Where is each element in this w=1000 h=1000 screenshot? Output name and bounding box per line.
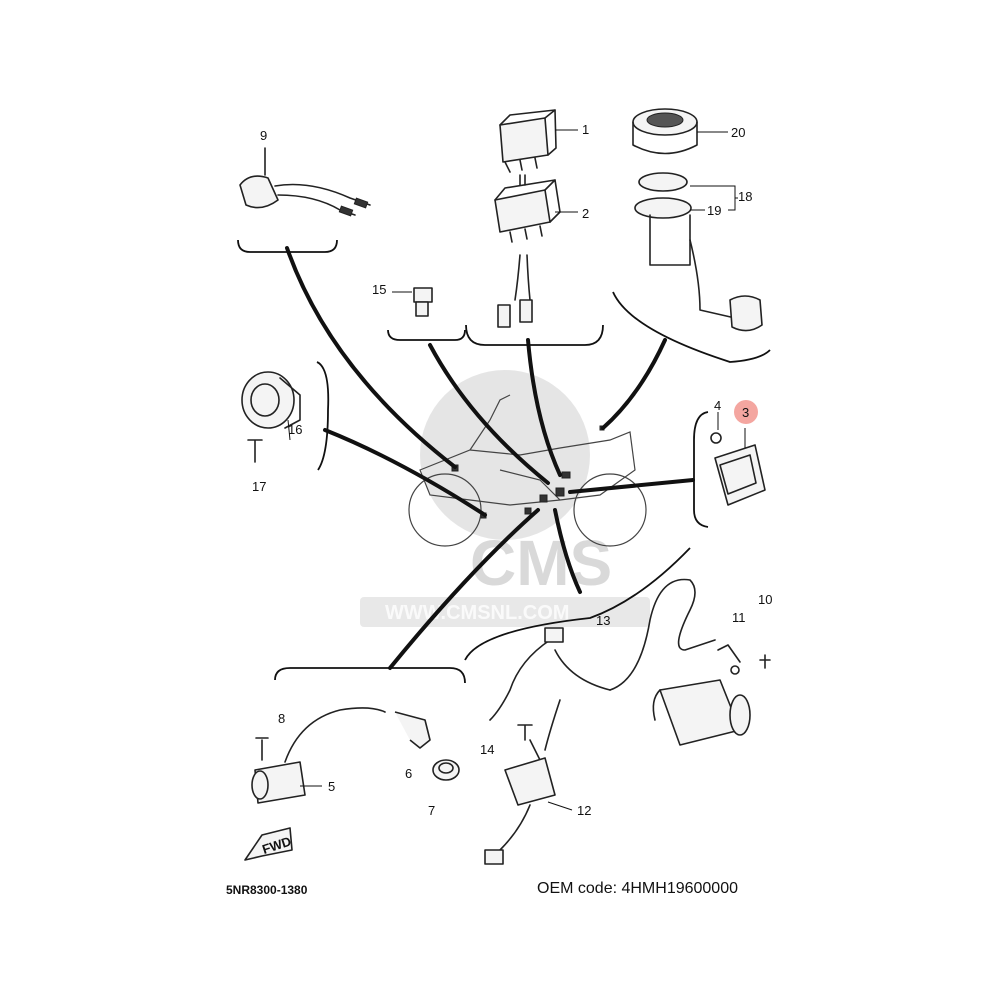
watermark-brand: CMS (470, 527, 612, 599)
callout-15: 15 (372, 282, 386, 297)
callout-2: 2 (582, 206, 589, 221)
callout-labels: 1 2 3 4 5 6 7 8 9 10 11 12 13 14 15 16 1… (252, 122, 772, 818)
diagram-code: 5NR8300-1380 (226, 883, 308, 897)
callout-11: 11 (732, 610, 746, 625)
part-horn (241, 371, 301, 463)
callout-9: 9 (260, 128, 267, 143)
callout-17: 17 (252, 479, 266, 494)
part-starter-motor (652, 644, 771, 746)
callout-8: 8 (278, 711, 285, 726)
callout-6: 6 (405, 766, 412, 781)
part-sensor (239, 147, 371, 217)
callout-7: 7 (428, 803, 435, 818)
callout-13: 13 (596, 613, 610, 628)
part-relay (499, 109, 578, 173)
highlight-part-3 (734, 400, 758, 424)
part-fuel-pump (632, 108, 763, 332)
part-ignition-coil (251, 707, 460, 804)
group-brackets (237, 239, 771, 684)
watermark-url: WWW.CMSNL.COM (385, 602, 569, 624)
fwd-arrow: FWD (244, 827, 293, 861)
callout-20: 20 (731, 125, 745, 140)
callout-3: 3 (742, 405, 749, 420)
watermark: CMS WWW.CMSNL.COM (360, 370, 650, 627)
callout-10: 10 (758, 592, 772, 607)
callout-12: 12 (577, 803, 591, 818)
part-harness (484, 578, 716, 865)
leader-lines (285, 246, 695, 670)
part-switch (392, 287, 433, 317)
callout-14: 14 (480, 742, 494, 757)
part-relay-socket (494, 174, 578, 328)
callout-4: 4 (714, 398, 721, 413)
oem-code: OEM code: 4HMH19600000 (537, 880, 738, 897)
callout-16: 16 (288, 422, 302, 437)
callout-19: 19 (707, 203, 721, 218)
part-rectifier-regulator (710, 412, 766, 506)
callout-1: 1 (582, 122, 589, 137)
callout-18: 18 (738, 189, 752, 204)
callout-5: 5 (328, 779, 335, 794)
